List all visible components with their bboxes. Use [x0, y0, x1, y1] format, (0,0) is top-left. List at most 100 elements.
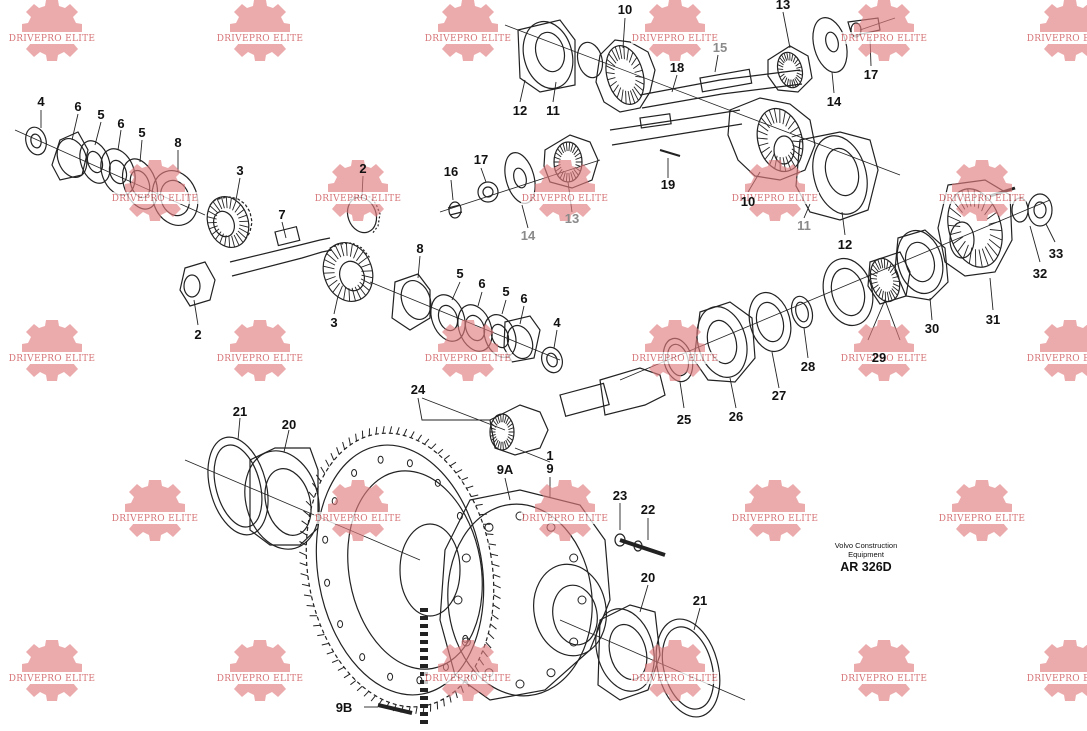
watermark-text: DRIVEPRO ELITE — [217, 354, 304, 364]
gear-icon — [314, 480, 402, 541]
gear-icon — [731, 480, 819, 541]
watermark-logo: DRIVEPRO ELITE — [8, 640, 96, 701]
part-label-9: 9 — [546, 461, 553, 476]
watermark-text: DRIVEPRO ELITE — [939, 194, 1026, 204]
gear-icon — [631, 0, 719, 61]
watermark-logo: DRIVEPRO ELITE — [631, 640, 719, 701]
watermark-logo: DRIVEPRO ELITE — [424, 640, 512, 701]
part-label-13a: 13 — [776, 0, 790, 12]
watermark-text: DRIVEPRO ELITE — [1027, 34, 1087, 44]
part-label-22: 22 — [641, 502, 655, 517]
part-label-25: 25 — [677, 412, 691, 427]
watermark-logo: DRIVEPRO ELITE — [631, 0, 719, 61]
watermark-logo: DRIVEPRO ELITE — [840, 640, 928, 701]
gear-icon — [216, 640, 304, 701]
watermark-logo: DRIVEPRO ELITE — [8, 320, 96, 381]
watermark-text: DRIVEPRO ELITE — [425, 34, 512, 44]
part-label-12b: 12 — [838, 237, 852, 252]
part-label-19: 19 — [661, 177, 675, 192]
part-label-20b: 20 — [641, 570, 655, 585]
part-label-3a: 3 — [236, 163, 243, 178]
gear-icon — [631, 320, 719, 381]
part-label-12a: 12 — [513, 103, 527, 118]
gear-icon — [840, 640, 928, 701]
watermark-logo: DRIVEPRO ELITE — [216, 0, 304, 61]
watermark-logo: DRIVEPRO ELITE — [314, 160, 402, 221]
watermark-logo: DRIVEPRO ELITE — [521, 160, 609, 221]
part-label-4a: 4 — [37, 94, 45, 109]
part-label-17a: 17 — [864, 67, 878, 82]
watermark-text: DRIVEPRO ELITE — [112, 194, 199, 204]
part-label-29: 29 — [872, 350, 886, 365]
watermark-text: DRIVEPRO ELITE — [217, 34, 304, 44]
gear-icon — [424, 0, 512, 61]
part-label-3b: 3 — [330, 315, 337, 330]
gear-icon — [938, 480, 1026, 541]
gear-icon — [1026, 640, 1087, 701]
part-label-5c: 5 — [456, 266, 463, 281]
watermark-logo: DRIVEPRO ELITE — [840, 320, 928, 381]
part-label-5a: 5 — [97, 107, 104, 122]
gear-icon — [938, 160, 1026, 221]
watermark-text: DRIVEPRO ELITE — [217, 674, 304, 684]
gear-icon — [1026, 320, 1087, 381]
watermark-layer: DRIVEPRO ELITE DRIVEPRO ELITE DRIVEPRO ELI… — [8, 0, 1087, 701]
part-label-24: 24 — [411, 382, 426, 397]
watermark-logo: DRIVEPRO ELITE — [1026, 320, 1087, 381]
watermark-logo: DRIVEPRO ELITE — [840, 0, 928, 61]
watermark-text: DRIVEPRO ELITE — [1027, 674, 1087, 684]
watermark-text: DRIVEPRO ELITE — [425, 354, 512, 364]
part-label-10a: 10 — [618, 2, 632, 17]
gear-icon — [424, 320, 512, 381]
diagram-code: AR 326D — [840, 560, 892, 574]
part-label-1: 1 — [546, 448, 553, 463]
part-label-10b: 10 — [741, 194, 755, 209]
watermark-text: DRIVEPRO ELITE — [315, 514, 402, 524]
part-label-33: 33 — [1049, 246, 1063, 261]
part-label-2b: 2 — [194, 327, 201, 342]
watermark-text: DRIVEPRO ELITE — [425, 674, 512, 684]
watermark-logo: DRIVEPRO ELITE — [111, 480, 199, 541]
watermark-logo: DRIVEPRO ELITE — [938, 160, 1026, 221]
part-label-18: 18 — [670, 60, 684, 75]
gear-icon — [424, 640, 512, 701]
credit-line-1: Volvo Construction — [834, 541, 898, 550]
gear-icon — [8, 640, 96, 701]
watermark-logo: DRIVEPRO ELITE — [424, 320, 512, 381]
watermark-logo: DRIVEPRO ELITE — [111, 160, 199, 221]
watermark-text: DRIVEPRO ELITE — [9, 354, 96, 364]
part-label-8a: 8 — [174, 135, 181, 150]
watermark-logo: DRIVEPRO ELITE — [731, 480, 819, 541]
watermark-logo: DRIVEPRO ELITE — [216, 640, 304, 701]
part-label-9a: 9A — [497, 462, 514, 477]
watermark-text: DRIVEPRO ELITE — [732, 514, 819, 524]
watermark-text: DRIVEPRO ELITE — [841, 674, 928, 684]
part-label-6b: 6 — [117, 116, 124, 131]
part-label-32: 32 — [1033, 266, 1047, 281]
watermark-logo: DRIVEPRO ELITE — [631, 320, 719, 381]
part-label-11a: 11 — [546, 103, 560, 118]
watermark-text: DRIVEPRO ELITE — [9, 34, 96, 44]
watermark-logo: DRIVEPRO ELITE — [1026, 640, 1087, 701]
part-label-28: 28 — [801, 359, 815, 374]
watermark-text: DRIVEPRO ELITE — [112, 514, 199, 524]
watermark-text: DRIVEPRO ELITE — [632, 34, 719, 44]
part-label-9b: 9B — [336, 700, 353, 715]
part-label-7: 7 — [278, 207, 285, 222]
watermark-logo: DRIVEPRO ELITE — [731, 160, 819, 221]
gear-icon — [521, 480, 609, 541]
part-label-26: 26 — [729, 409, 743, 424]
part-label-16: 16 — [444, 164, 458, 179]
watermark-logo: DRIVEPRO ELITE — [216, 320, 304, 381]
gear-icon — [111, 480, 199, 541]
watermark-text: DRIVEPRO ELITE — [1027, 354, 1087, 364]
watermark-logo: DRIVEPRO ELITE — [314, 480, 402, 541]
watermark-logo: DRIVEPRO ELITE — [938, 480, 1026, 541]
part-label-27: 27 — [772, 388, 786, 403]
watermark-text: DRIVEPRO ELITE — [315, 194, 402, 204]
gear-icon — [8, 0, 96, 61]
part-label-11b: 11 — [797, 218, 811, 233]
part-label-6c: 6 — [478, 276, 485, 291]
gear-icon — [314, 160, 402, 221]
